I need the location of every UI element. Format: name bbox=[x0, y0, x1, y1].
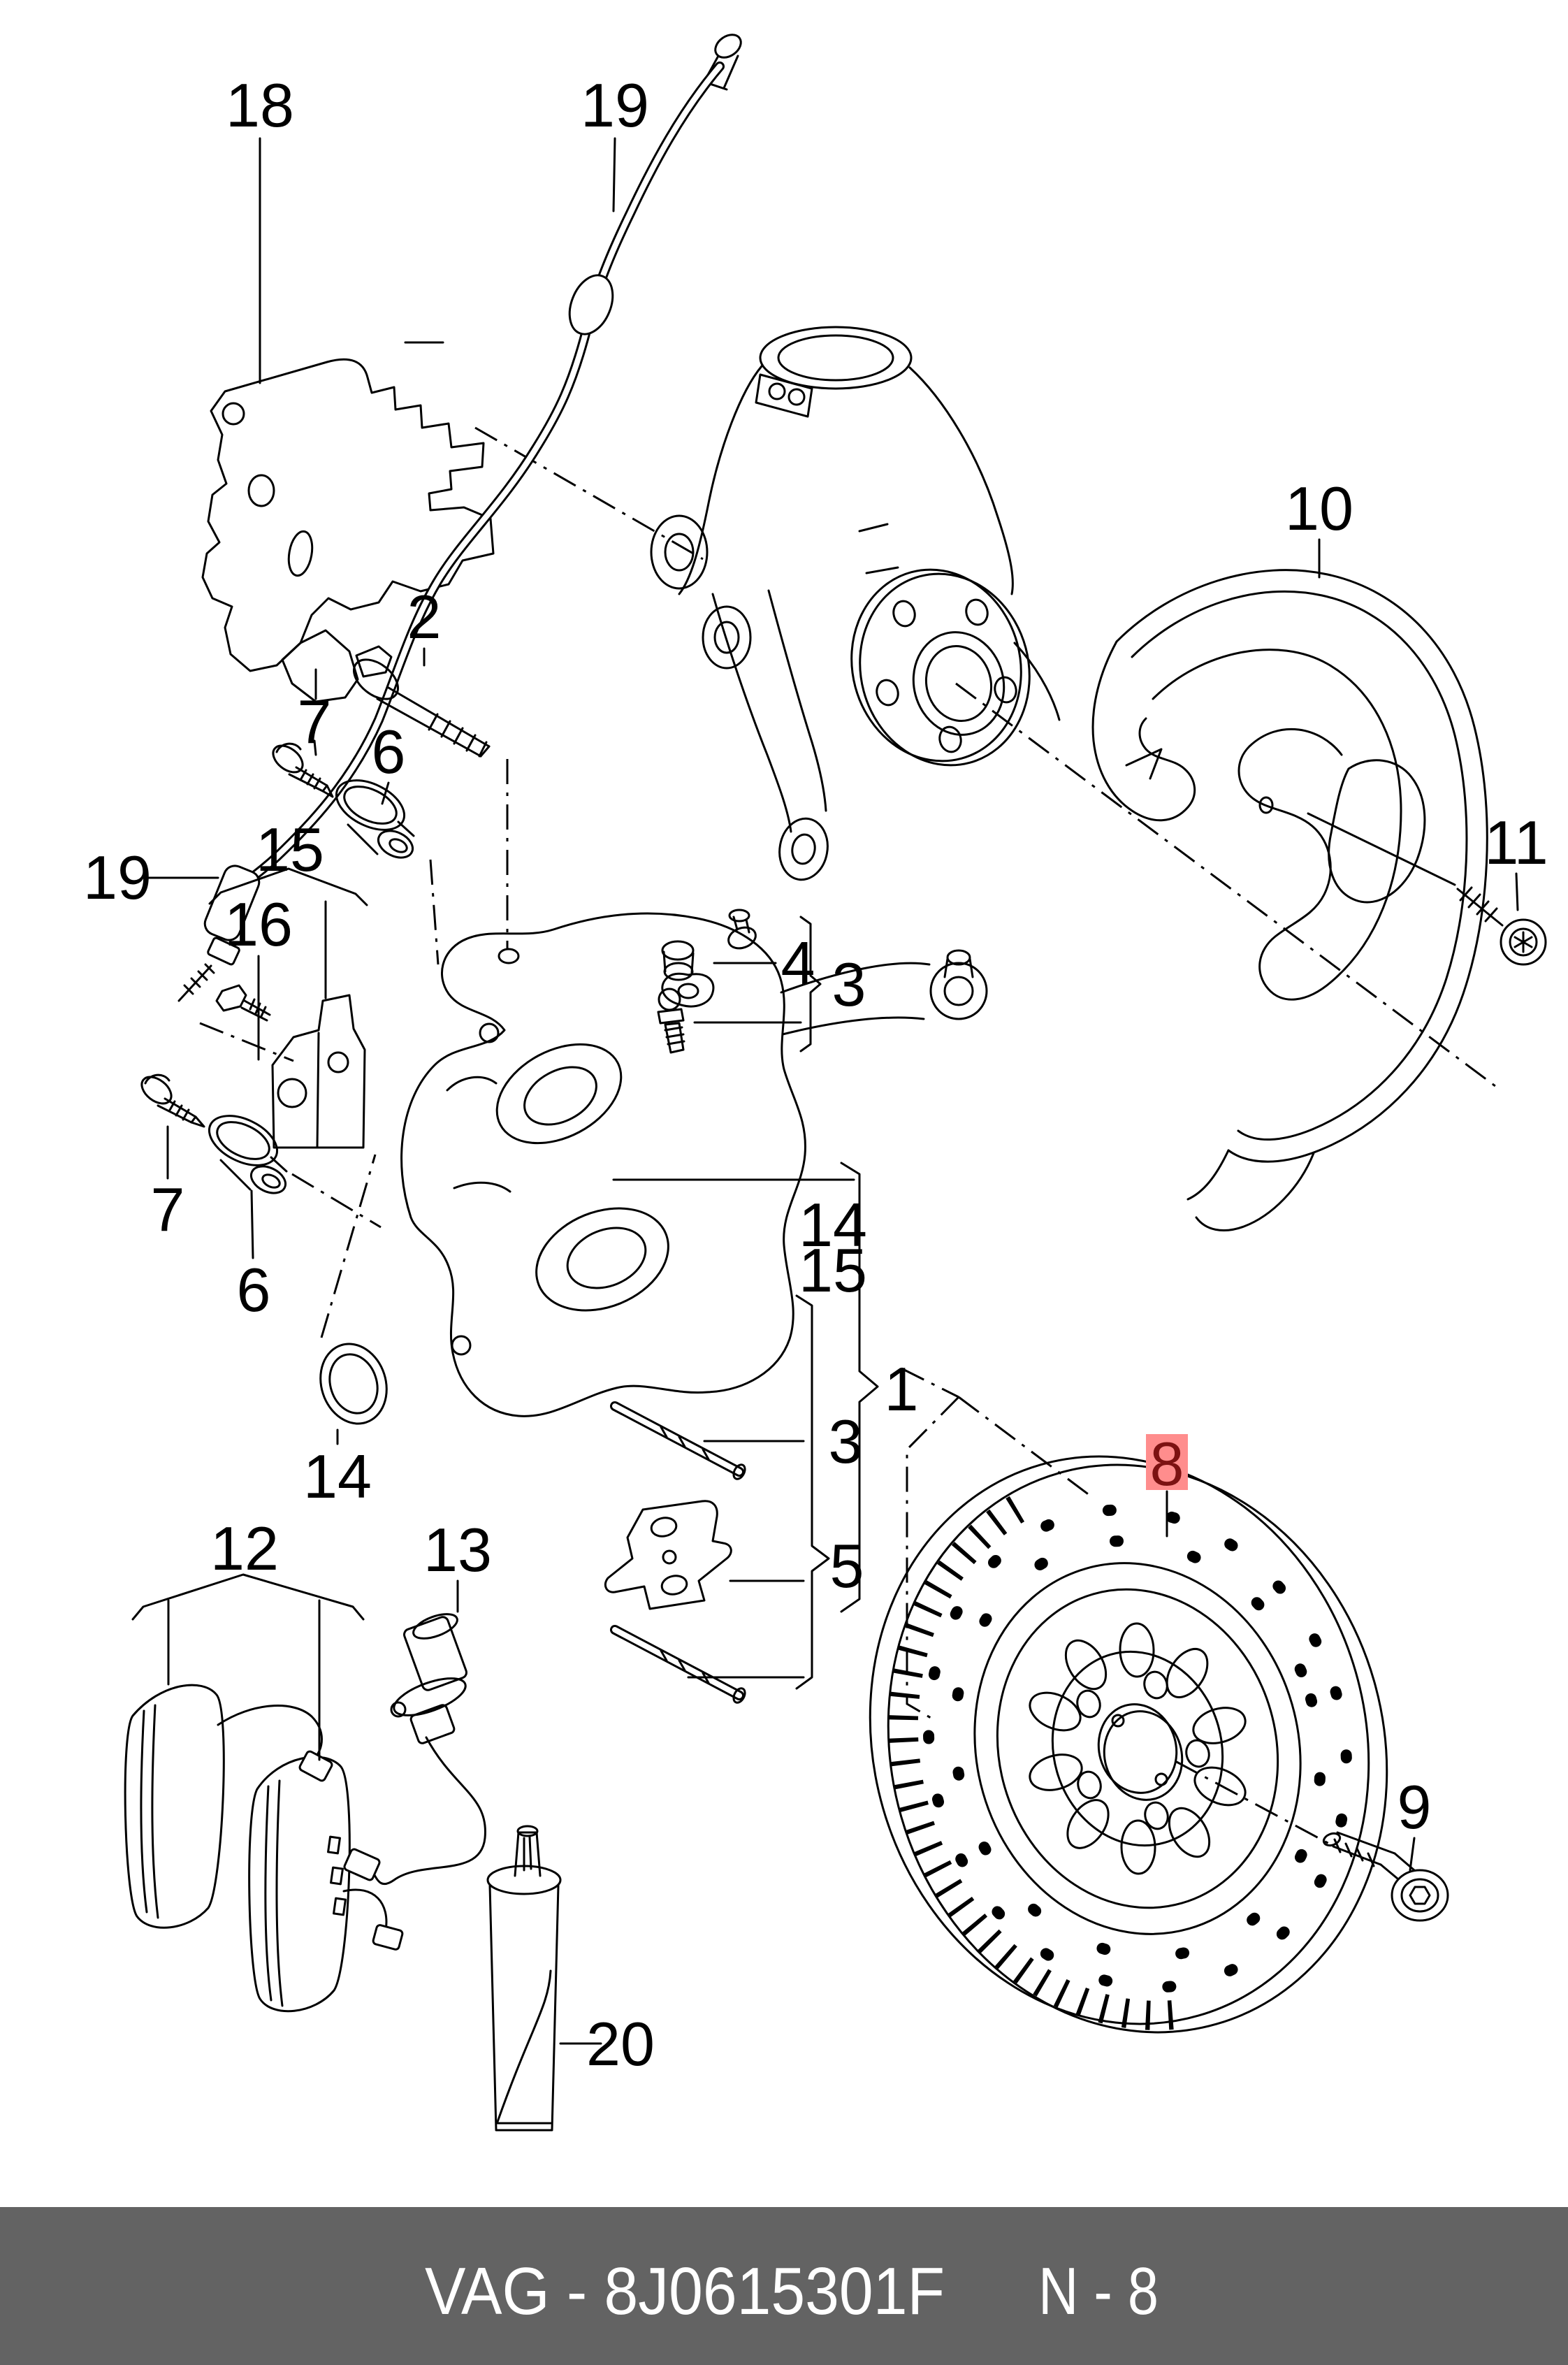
bracket-16-art bbox=[215, 984, 366, 1149]
callout-3-pins[interactable]: 3 bbox=[829, 1407, 863, 1476]
guide-bolt-2-art bbox=[353, 645, 491, 758]
axis-construction-lines bbox=[199, 426, 1502, 1845]
disc-screw-9-art bbox=[1322, 1831, 1449, 1922]
callout-12[interactable]: 12 bbox=[210, 1514, 279, 1583]
callout-14-list[interactable]: 14 bbox=[799, 1190, 867, 1259]
callout-6-upper[interactable]: 6 bbox=[372, 717, 406, 786]
screw-7-upper-art bbox=[272, 742, 334, 798]
brake-pads-12-art bbox=[124, 1684, 404, 2013]
wear-sensor-13-art bbox=[343, 1613, 486, 1886]
oring-14-art bbox=[319, 1343, 388, 1425]
callout-11[interactable]: 11 bbox=[1484, 808, 1548, 877]
bleeder-cap-4-art bbox=[661, 940, 715, 1008]
callout-19-top[interactable]: 19 bbox=[581, 71, 649, 140]
shield-screw-11-art bbox=[1456, 886, 1547, 966]
callout-1[interactable]: 1 bbox=[885, 1354, 919, 1424]
callout-4[interactable]: 4 bbox=[781, 929, 815, 998]
callout-leader-lines bbox=[131, 137, 1519, 2045]
callout-7-lower[interactable]: 7 bbox=[151, 1175, 185, 1244]
footer-bar: VAG - 8J0615301F N - 8 bbox=[0, 2207, 1568, 2365]
callout-19-left[interactable]: 19 bbox=[83, 843, 152, 912]
splash-shield-10-art bbox=[1091, 569, 1488, 1232]
bushing-6-lower-art bbox=[208, 1115, 288, 1194]
anti-rattle-spring-5-art bbox=[604, 1500, 732, 1610]
bushing-6-upper-art bbox=[335, 779, 415, 859]
callout-6-lower[interactable]: 6 bbox=[237, 1255, 271, 1324]
footer-part-number: VAG - 8J0615301F bbox=[425, 2254, 945, 2329]
callout-5[interactable]: 5 bbox=[830, 1531, 864, 1600]
callout-3-bleeder[interactable]: 3 bbox=[832, 950, 866, 1019]
bleeder-screw-3-art bbox=[657, 988, 685, 1054]
grease-tube-20-art bbox=[486, 1825, 562, 2132]
callout-2[interactable]: 2 bbox=[407, 582, 442, 651]
callout-15-list[interactable]: 15 bbox=[799, 1236, 867, 1305]
callout-16[interactable]: 16 bbox=[224, 890, 293, 959]
callout-14-oring[interactable]: 14 bbox=[303, 1442, 372, 1511]
retaining-pins-3-art bbox=[610, 1401, 746, 1704]
callout-8[interactable]: 8 bbox=[1150, 1429, 1184, 1498]
callout-labels: 18 19 2 7 6 19 15 16 7 6 14 4 3 14 15 1 … bbox=[83, 71, 1548, 2078]
callout-7-upper[interactable]: 7 bbox=[298, 687, 332, 756]
footer-page-code: N - 8 bbox=[1038, 2254, 1159, 2329]
callout-10[interactable]: 10 bbox=[1285, 474, 1353, 543]
callout-20[interactable]: 20 bbox=[586, 2009, 655, 2078]
screw-7-lower-art bbox=[140, 1073, 205, 1128]
highlight-box bbox=[1146, 1434, 1188, 1490]
callout-8-highlighted[interactable]: 8 bbox=[1146, 1429, 1188, 1498]
callout-15[interactable]: 15 bbox=[256, 815, 324, 884]
retaining-bracket-18-art bbox=[201, 341, 495, 703]
callout-18[interactable]: 18 bbox=[226, 71, 294, 140]
brake-disc-8-art bbox=[869, 1455, 1388, 2034]
callout-9[interactable]: 9 bbox=[1398, 1772, 1432, 1842]
callout-13[interactable]: 13 bbox=[423, 1515, 492, 1584]
brake-caliper-art bbox=[400, 909, 988, 1417]
footer-background bbox=[0, 2207, 1568, 2365]
steering-knuckle-hub-art bbox=[650, 326, 1061, 881]
